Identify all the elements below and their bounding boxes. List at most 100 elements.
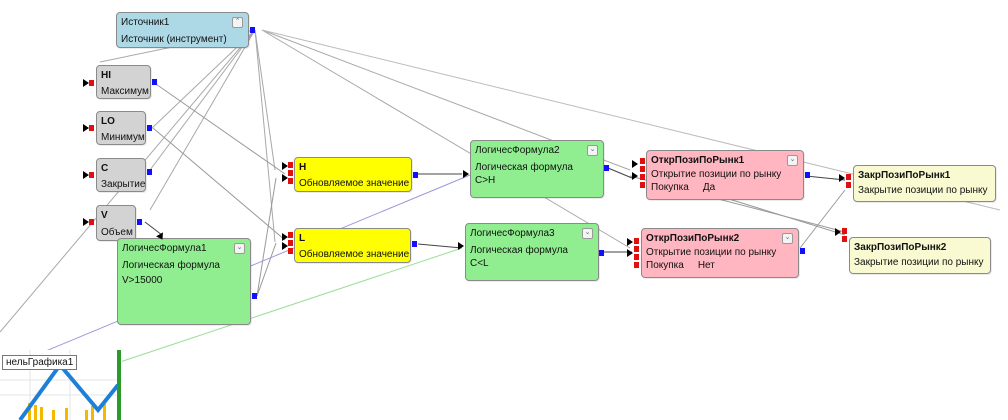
input-port[interactable] — [634, 254, 639, 260]
input-port[interactable] — [640, 174, 645, 180]
wire — [256, 177, 277, 297]
input-port[interactable] — [842, 236, 847, 242]
output-port[interactable] — [412, 241, 417, 247]
output-port[interactable] — [599, 250, 604, 256]
node-title: ЛогичесФормула2 — [475, 145, 560, 156]
node-title: ОткрПозиПоРынк1 — [651, 155, 745, 166]
lo-node[interactable]: LO Минимум — [96, 111, 146, 145]
wire — [149, 29, 256, 171]
logic-formula-3-node[interactable]: ЛогичесФормула3 Логическая формула C<L ⌄ — [465, 223, 599, 281]
node-title: Источник1 — [121, 17, 170, 28]
open-position-1-node[interactable]: ОткрПозиПоРынк1 Открытие позиции по рынк… — [646, 150, 804, 200]
node-subtitle: Открытие позиции по рынку — [651, 169, 782, 180]
triangle-right-icon — [83, 124, 89, 132]
output-port[interactable] — [604, 165, 609, 171]
input-port[interactable] — [634, 238, 639, 244]
wire — [254, 29, 276, 243]
node-subtitle: Закрытие позиции по рынку — [854, 257, 984, 268]
input-port[interactable] — [89, 125, 94, 131]
node-subtitle: Закрытие позиции по рынку — [858, 185, 988, 196]
input-port[interactable] — [89, 172, 94, 178]
input-port[interactable] — [640, 166, 645, 172]
output-port[interactable] — [147, 169, 152, 175]
chevron-double-up-icon[interactable]: ⌃ — [232, 17, 243, 28]
source-node[interactable]: Источник1 Источник (инструмент) ⌃ — [116, 12, 249, 48]
node-title: C — [101, 163, 109, 174]
parameter-value: Нет — [697, 260, 715, 271]
close-position-2-node[interactable]: ЗакрПозиПоРынк2 Закрытие позиции по рынк… — [849, 237, 991, 274]
c-node[interactable]: C Закрытие — [96, 158, 146, 192]
node-subtitle: Обновляемое значение — [299, 178, 410, 189]
logic-formula-1-node[interactable]: ЛогичесФормула1 Логическая формула V>150… — [117, 238, 251, 325]
node-subtitle: Логическая формула — [470, 245, 568, 256]
input-port[interactable] — [89, 80, 94, 86]
input-port[interactable] — [640, 182, 645, 188]
input-port[interactable] — [634, 246, 639, 252]
output-port[interactable] — [252, 293, 257, 299]
output-port[interactable] — [800, 248, 805, 254]
triangle-right-icon — [282, 242, 288, 250]
triangle-right-icon — [463, 170, 469, 178]
input-port[interactable] — [846, 174, 851, 180]
input-port[interactable] — [640, 158, 645, 164]
chevron-double-down-icon[interactable]: ⌄ — [582, 228, 593, 239]
open-position-2-node[interactable]: ОткрПозиПоРынк2 Открытие позиции по рынк… — [641, 228, 799, 278]
h-updatable-node[interactable]: H Обновляемое значение — [294, 157, 412, 192]
l-updatable-node[interactable]: L Обновляемое значение — [294, 228, 411, 263]
triangle-right-icon — [282, 162, 288, 170]
triangle-right-icon — [835, 228, 841, 236]
chevron-double-down-icon[interactable]: ⌄ — [787, 155, 798, 166]
chart-panel-title: нельГрафика1 — [2, 355, 78, 370]
chevron-double-down-icon[interactable]: ⌄ — [234, 243, 245, 254]
node-subtitle: Логическая формула — [475, 162, 573, 173]
triangle-right-icon — [282, 233, 288, 241]
wire — [149, 29, 256, 211]
input-port[interactable] — [288, 178, 293, 184]
wire — [261, 29, 631, 249]
v-node[interactable]: V Объем — [96, 205, 136, 241]
wire — [417, 243, 463, 249]
logic-formula-2-node[interactable]: ЛогичесФормула2 Логическая формула C>H ⌄ — [470, 140, 604, 198]
wire — [805, 175, 846, 181]
formula-expression: C>H — [475, 175, 496, 186]
input-port[interactable] — [842, 228, 847, 234]
output-port[interactable] — [137, 219, 142, 225]
input-port[interactable] — [288, 240, 293, 246]
node-subtitle: Закрытие — [101, 179, 146, 190]
node-title: LO — [101, 116, 115, 127]
input-port[interactable] — [288, 248, 293, 254]
output-port[interactable] — [147, 125, 152, 131]
input-port[interactable] — [288, 232, 293, 238]
chevron-double-down-icon[interactable]: ⌄ — [782, 233, 793, 244]
output-port[interactable] — [152, 79, 157, 85]
node-subtitle: Объем — [101, 227, 133, 238]
hi-node[interactable]: HI Максимум — [96, 65, 151, 99]
input-port[interactable] — [634, 262, 639, 268]
buy-parameter-row: Покупка Нет — [646, 259, 794, 272]
parameter-label: Покупка — [646, 260, 684, 271]
wire — [152, 81, 286, 175]
wire — [799, 189, 846, 249]
triangle-right-icon — [839, 174, 845, 182]
input-port[interactable] — [288, 162, 293, 168]
input-port[interactable] — [846, 182, 851, 188]
wire — [256, 242, 277, 297]
output-port[interactable] — [805, 172, 810, 178]
triangle-right-icon — [632, 160, 638, 168]
wire — [144, 221, 163, 236]
chevron-double-down-icon[interactable]: ⌄ — [587, 145, 598, 156]
wire — [152, 127, 286, 241]
node-title: HI — [101, 70, 111, 81]
input-port[interactable] — [288, 170, 293, 176]
output-port[interactable] — [413, 172, 418, 178]
input-port[interactable] — [89, 219, 94, 225]
output-port[interactable] — [250, 27, 255, 33]
close-position-1-node[interactable]: ЗакрПозиПоРынк1 Закрытие позиции по рынк… — [853, 165, 996, 202]
node-title: ЗакрПозиПоРынк2 — [854, 242, 947, 253]
node-title: H — [299, 162, 307, 173]
node-subtitle: Минимум — [101, 132, 145, 143]
node-title: ЛогичесФормула3 — [470, 228, 555, 239]
